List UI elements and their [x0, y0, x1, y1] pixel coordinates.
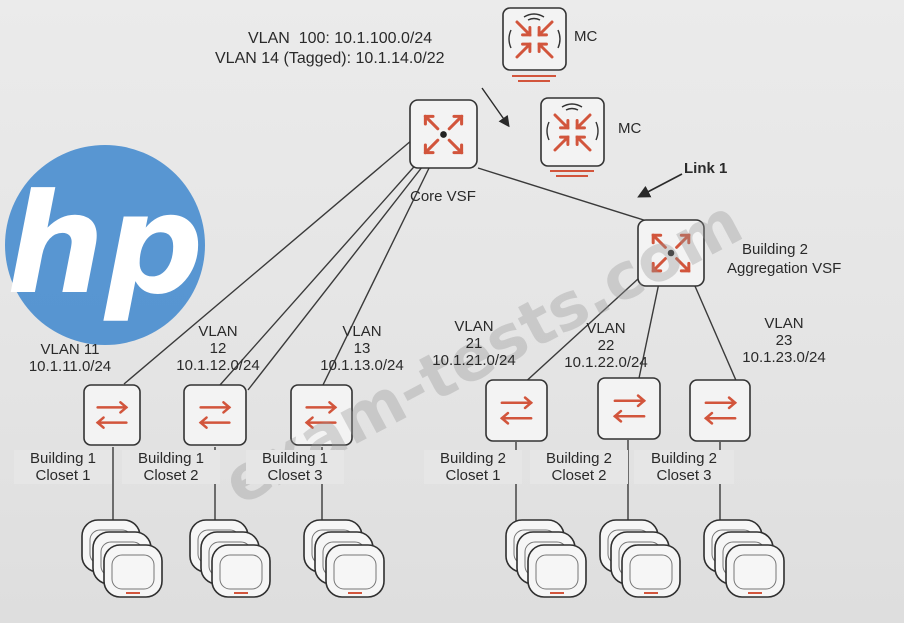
link1-label: Link 1: [684, 160, 728, 177]
link-core-b1c1: [123, 139, 413, 385]
closet-label-b1c2: Building 1 Closet 2: [122, 450, 220, 484]
hp-logo-text: hp: [6, 164, 203, 325]
ap-cluster: [703, 519, 785, 598]
link-agg-b2c3: [687, 269, 739, 386]
access-point-icon: [211, 544, 271, 598]
closet-label-b2c3: Building 2 Closet 3: [634, 450, 734, 484]
closet-label-b1c1: Building 1 Closet 1: [14, 450, 112, 484]
link-core-b1c3: [321, 161, 433, 388]
closet-label-b1c3: Building 1 Closet 3: [246, 450, 344, 484]
closet-label-b2c1: Building 2 Closet 1: [424, 450, 522, 484]
vlan-100-label: VLAN 100: 10.1.100.0/24: [248, 30, 433, 47]
core-vsf-switch: [409, 99, 478, 169]
vlan-label-b1c2: VLAN 12 10.1.12.0/24: [176, 323, 260, 374]
access-point-icon: [325, 544, 385, 598]
closet-switch-b1c3: [290, 384, 353, 446]
aggregation-vsf-switch: [637, 219, 705, 287]
link-core-b1c2: [219, 159, 421, 386]
mc-right-label: MC: [618, 120, 642, 137]
arrow-link1: [637, 173, 683, 198]
link-core-agg: [477, 167, 651, 223]
link-agg-b2c2: [637, 277, 661, 384]
access-point-icon: [103, 544, 163, 598]
access-points: [81, 519, 785, 598]
ap-cluster: [599, 519, 681, 598]
link-core-b1c2-b: [247, 161, 427, 391]
agg-label-line1: Building 2: [742, 241, 808, 258]
vlan-label-b2c2: VLAN 22 10.1.22.0/24: [564, 320, 648, 371]
closet-switch-b2c3: [689, 379, 751, 442]
access-point-icon: [621, 544, 681, 598]
closet-switch-b1c1: [83, 384, 141, 446]
ap-cluster: [189, 519, 271, 598]
arrow-vlan-to-mc: [481, 87, 510, 128]
closet-switch-b2c1: [485, 379, 548, 442]
vlan-14-label: VLAN 14 (Tagged): 10.1.14.0/22: [215, 50, 445, 67]
hp-logo: hp: [5, 145, 205, 345]
vlan-label-b2c3: VLAN 23 10.1.23.0/24: [742, 315, 826, 366]
vlan-label-b1c1: VLAN 11 10.1.11.0/24: [28, 341, 112, 375]
core-vsf-label: Core VSF: [410, 188, 476, 205]
link-agg-b2c1: [521, 267, 651, 386]
ap-cluster: [303, 519, 385, 598]
closet-switch-b1c2: [183, 384, 247, 446]
mc-controller-top: [502, 7, 567, 82]
ap-cluster: [81, 519, 163, 598]
vlan-label-b2c1: VLAN 21 10.1.21.0/24: [432, 318, 516, 369]
closet-switch-b2c2: [597, 377, 661, 440]
ap-cluster: [505, 519, 587, 598]
vlan-label-b1c3: VLAN 13 10.1.13.0/24: [320, 323, 404, 374]
access-point-icon: [527, 544, 587, 598]
mc-controller-right: [540, 97, 605, 177]
access-point-icon: [725, 544, 785, 598]
mc-top-label: MC: [574, 28, 598, 45]
agg-label-line2: Aggregation VSF: [727, 260, 842, 277]
closet-label-b2c2: Building 2 Closet 2: [530, 450, 628, 484]
